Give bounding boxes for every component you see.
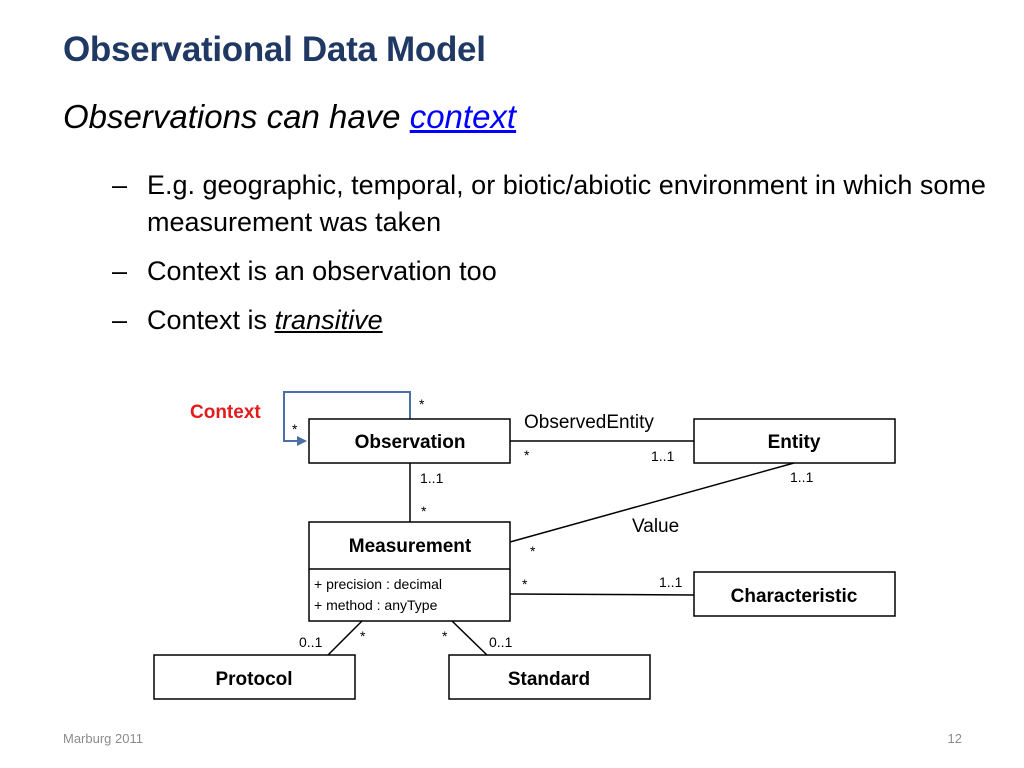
subtitle-text: Observations can have <box>63 98 410 135</box>
bullet-text: Context is <box>147 305 275 335</box>
slide-subtitle: Observations can have context <box>63 98 516 136</box>
multiplicity-meas-char-right: 1..1 <box>659 574 683 590</box>
multiplicity-obs-entity-left: * <box>524 447 530 463</box>
entity-class <box>693 418 896 464</box>
multiplicity-loop-left: * <box>292 421 298 437</box>
multiplicity-meas-char-left: * <box>522 576 528 592</box>
measurement-attribute: + method : anyType <box>314 597 438 613</box>
multiplicity-meas-standard: * <box>442 628 448 644</box>
observed-entity-label: ObservedEntity <box>524 412 654 433</box>
multiplicity-meas-protocol: * <box>360 628 366 644</box>
multiplicity-obs-meas-top: 1..1 <box>420 470 444 486</box>
context-label: Context <box>190 402 261 423</box>
bullet-item: – Context is an observation too <box>112 253 992 290</box>
protocol-class-name: Protocol <box>215 669 292 690</box>
observation-class-name: Observation <box>355 432 466 453</box>
value-label: Value <box>632 516 679 537</box>
measurement-class-name: Measurement <box>349 536 472 557</box>
value-line <box>509 462 795 543</box>
bullet-dash: – <box>112 170 128 200</box>
bullet-dash: – <box>112 305 128 335</box>
bullet-list: – E.g. geographic, temporal, or biotic/a… <box>112 167 992 351</box>
meas-standard-line <box>451 620 488 656</box>
context-link[interactable]: context <box>409 98 517 135</box>
multiplicity-loop-top: * <box>419 396 425 412</box>
slide-number: 12 <box>947 731 962 746</box>
measurement-class <box>308 521 511 622</box>
context-self-loop <box>283 391 411 446</box>
bullet-text: E.g. geographic, temporal, or biotic/abi… <box>147 170 986 237</box>
bullet-dash: – <box>112 256 128 286</box>
standard-class <box>448 654 651 700</box>
bullet-item: – Context is transitive <box>112 302 992 339</box>
entity-class-name: Entity <box>768 432 821 453</box>
characteristic-class <box>693 571 896 617</box>
meas-char-line <box>509 593 695 596</box>
measurement-attribute: + precision : decimal <box>314 576 442 592</box>
characteristic-class-name: Characteristic <box>731 586 858 607</box>
footer-event: Marburg 2011 <box>63 731 143 746</box>
multiplicity-meas-value: * <box>530 543 536 559</box>
multiplicity-obs-meas-bottom: * <box>421 503 427 519</box>
meas-protocol-line <box>327 620 363 656</box>
slide-title: Observational Data Model <box>63 30 486 69</box>
standard-class-name: Standard <box>508 669 590 690</box>
bullet-emphasis: transitive <box>274 305 383 335</box>
protocol-class <box>153 654 356 700</box>
multiplicity-obs-entity-right: 1..1 <box>651 448 675 464</box>
multiplicity-standard-end: 0..1 <box>489 634 513 650</box>
bullet-text: Context is an observation too <box>147 256 497 286</box>
bullet-item: – E.g. geographic, temporal, or biotic/a… <box>112 167 992 241</box>
observation-class <box>308 418 511 464</box>
multiplicity-entity-value: 1..1 <box>790 469 814 485</box>
multiplicity-protocol-end: 0..1 <box>299 634 323 650</box>
